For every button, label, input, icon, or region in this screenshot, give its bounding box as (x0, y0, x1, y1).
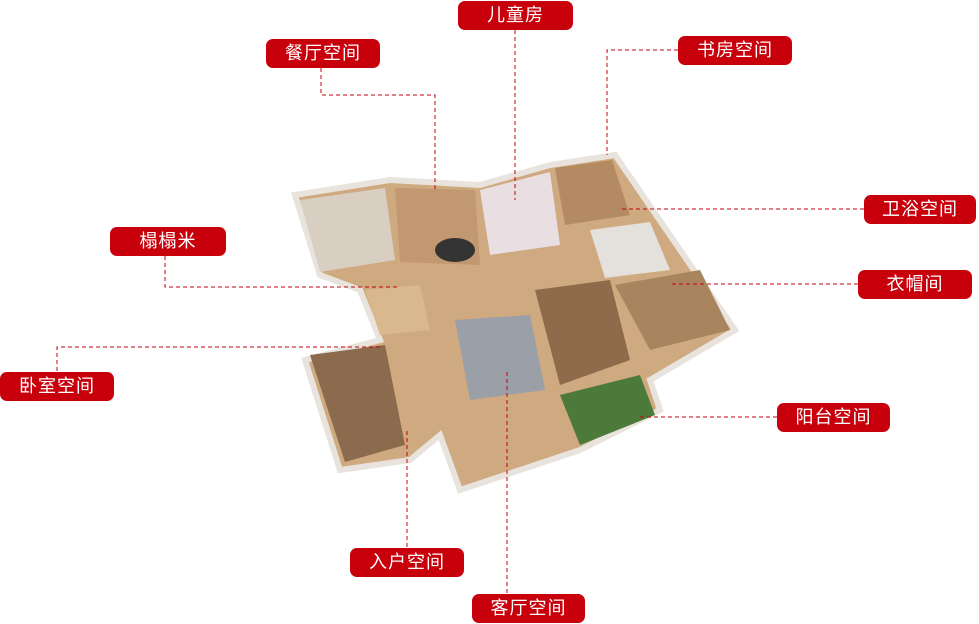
leader-line-dining (320, 68, 436, 190)
label-balcony: 阳台空间 (777, 403, 890, 432)
label-tatami: 榻榻米 (110, 227, 226, 256)
label-cloakroom: 衣帽间 (858, 270, 972, 299)
floorplan-3d (291, 151, 740, 494)
leader-lines (56, 30, 864, 593)
label-living: 客厅空间 (472, 594, 585, 623)
label-dining: 餐厅空间 (266, 39, 380, 68)
label-study: 书房空间 (678, 36, 792, 65)
label-children-room: 儿童房 (458, 1, 573, 30)
label-entrance: 入户空间 (350, 548, 464, 577)
label-bedroom: 卧室空间 (0, 372, 114, 401)
label-bathroom: 卫浴空间 (864, 195, 976, 224)
leader-line-bedroom (56, 346, 380, 371)
leader-line-study (606, 49, 678, 155)
leader-line-tatami (164, 256, 400, 288)
